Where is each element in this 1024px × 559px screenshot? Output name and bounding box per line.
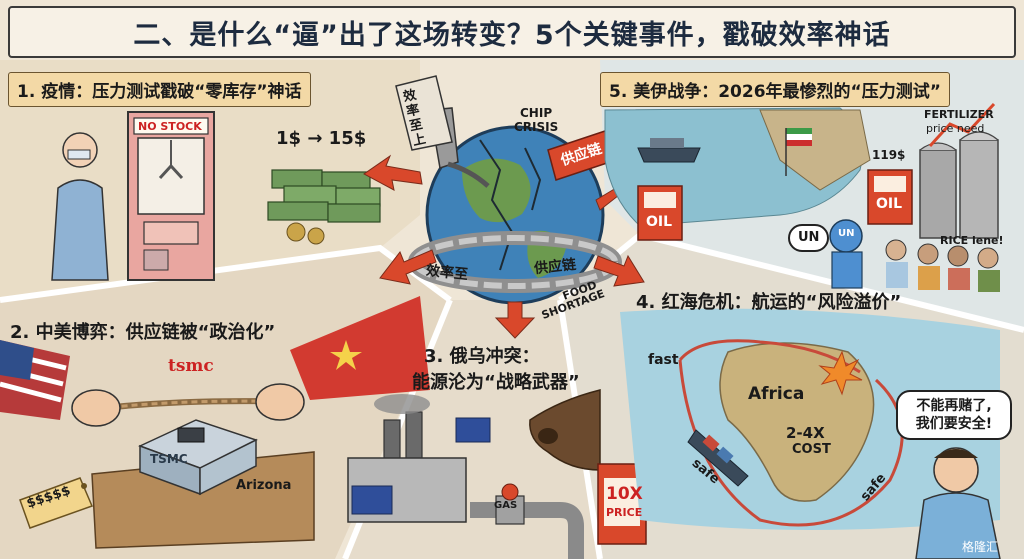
oil-price-label: 119$ — [872, 148, 906, 162]
oil-pump-label: OIL — [646, 214, 673, 230]
cost-line1: 2-4X — [786, 424, 825, 442]
route-fast-label: fast — [648, 352, 679, 368]
china-flag — [290, 296, 430, 400]
price-jump-label: 1$ → 15$ — [276, 128, 367, 149]
tsmc-logo: tsmc — [168, 356, 214, 376]
chip-crisis-line2: CRISIS — [514, 120, 559, 134]
arrow-to-russia — [494, 301, 536, 339]
section-3-heading-line1: 3. 俄乌冲突： — [424, 346, 540, 367]
price-up-arrow — [928, 102, 996, 148]
africa-label: Africa — [748, 384, 805, 404]
fuel-pump-oil — [637, 185, 683, 241]
pump-price: PRICE — [606, 506, 643, 519]
fertilizer-line1: FERTILIZER — [924, 108, 994, 121]
arrow-to-covid — [363, 154, 423, 191]
un-helmet-label: UN — [838, 228, 855, 239]
section-4-heading: 4. 红海危机：航运的“风险溢价” — [636, 292, 902, 313]
cash-pile — [267, 169, 381, 245]
rice-label: RICE lene! — [940, 234, 1004, 247]
tanker-ship — [637, 138, 701, 163]
hand-left — [71, 389, 121, 427]
oil-pump-label-2: OIL — [876, 196, 903, 212]
eu-flag — [351, 417, 491, 515]
section-2-heading: 2. 中美博弈：供应链被“政治化” — [10, 322, 276, 343]
refugees — [885, 239, 1000, 292]
person-masked — [51, 132, 109, 281]
us-flag — [0, 340, 70, 420]
container-ship — [687, 429, 749, 487]
section-1-heading: 1. 疫情：压力测试戳破“零库存”神话 — [8, 72, 311, 107]
page-title-text: 二、是什么“逼”出了这场转变？5个关键事件，戳破效率神话 — [133, 19, 891, 51]
section-3-heading-line2: 能源沦为“战略武器” — [412, 372, 580, 393]
un-soldier — [829, 219, 863, 289]
gas-pipe — [470, 483, 584, 559]
arizona-label: Arizona — [236, 478, 292, 493]
grain-silos — [919, 131, 999, 239]
fuel-pump-oil-2 — [867, 169, 913, 225]
hand-right — [255, 383, 305, 421]
cost-line2: COST — [792, 442, 831, 457]
bear-paw — [529, 389, 601, 471]
page-title: 二、是什么“逼”出了这场转变？5个关键事件，戳破效率神话 — [8, 6, 1016, 58]
pump-10x: 10X — [606, 484, 643, 504]
divider-left — [0, 244, 452, 303]
gas-valve-label: GAS — [494, 500, 518, 511]
chain-label-left: 效率至 — [425, 262, 469, 284]
arrow-to-red-sea — [593, 254, 645, 287]
chip-crisis-line1: CHIP — [520, 106, 553, 120]
claw-machine — [127, 111, 215, 281]
safety-speech-bubble: 不能再赌了, 我们要安全! — [896, 390, 1012, 440]
section-5-heading: 5. 美伊战争：2026年最惨烈的“压力测试” — [600, 72, 950, 107]
watermark: 格隆汇 — [962, 540, 999, 554]
explosion — [818, 350, 863, 396]
price-tag — [19, 477, 94, 529]
fertilizer-line2: price need — [926, 122, 985, 135]
no-stock-sign: NO STOCK — [138, 120, 202, 133]
arrow-to-us-china — [379, 249, 437, 285]
bubble-line1: 不能再赌了, — [916, 398, 992, 414]
bubble-line2: 我们要安全! — [915, 416, 993, 432]
efficiency-sign — [395, 75, 453, 151]
iran-flag — [785, 128, 812, 176]
tsmc-chip-building — [138, 419, 258, 496]
speaking-man — [915, 447, 1001, 559]
un-speech-bubble: UN — [788, 224, 830, 252]
tsmc-building-label: TSMC — [150, 452, 188, 466]
